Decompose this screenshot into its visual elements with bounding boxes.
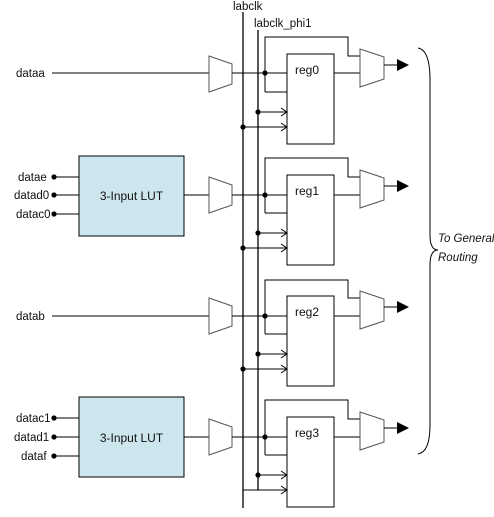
output-arrow-2 (397, 301, 409, 313)
register-label-reg0: reg0 (295, 63, 319, 77)
input-label-dataa: dataa (16, 68, 45, 80)
labclk-label: labclk (233, 1, 263, 13)
output-arrow-3 (397, 422, 409, 434)
output-arrow-1 (397, 180, 409, 192)
input-label-datad1: datad1 (14, 432, 49, 444)
routing-label-line1: To General (438, 233, 494, 245)
input-mux-2 (208, 297, 233, 335)
input-label-datac1: datac1 (16, 413, 51, 425)
input-mux-3 (208, 418, 233, 456)
output-arrow-0 (397, 59, 409, 71)
lut-1 (78, 396, 185, 478)
routing-brace (417, 47, 439, 455)
output-mux-2 (359, 290, 385, 330)
labclk-phi1-label: labclk_phi1 (254, 18, 312, 30)
register-label-reg3: reg3 (295, 426, 319, 440)
register-reg2 (286, 295, 335, 387)
input-mux-0 (208, 55, 233, 93)
output-mux-0 (359, 48, 385, 88)
output-mux-1 (359, 169, 385, 209)
input-mux-1 (208, 176, 233, 214)
lut-0 (78, 155, 185, 237)
lut-1-label: 3-Input LUT (100, 431, 164, 445)
input-label-datab: datab (16, 311, 45, 323)
lut-0-label: 3-Input LUT (100, 189, 164, 203)
register-reg0 (286, 53, 335, 145)
input-label-datae: datae (18, 172, 47, 184)
output-mux-3 (359, 411, 385, 451)
register-reg1 (286, 174, 335, 266)
register-label-reg1: reg1 (295, 184, 319, 198)
register-reg3 (286, 416, 335, 508)
register-label-reg2: reg2 (295, 305, 319, 319)
input-label-datad0: datad0 (14, 190, 49, 202)
routing-label-line2: Routing (438, 252, 478, 264)
input-label-datac0: datac0 (16, 209, 51, 221)
input-label-dataf: dataf (21, 451, 47, 463)
